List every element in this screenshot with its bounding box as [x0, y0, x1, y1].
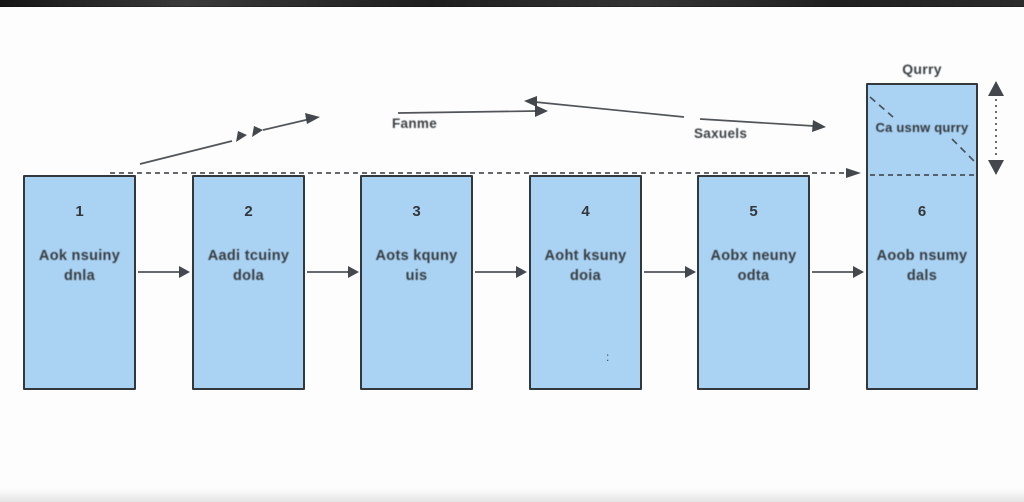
bottom-border-band	[0, 488, 1024, 502]
box-number: 4	[581, 203, 590, 220]
dashed-timeline-arrowhead	[846, 168, 861, 178]
servers-arrow	[812, 120, 826, 132]
box-number: 2	[244, 203, 253, 220]
frame-label: Fanme	[392, 116, 438, 131]
box-number: 5	[749, 203, 758, 220]
arrow-box4-box5	[685, 266, 696, 278]
arrow-box5-box6	[853, 266, 864, 278]
diagonal-arrow-mid-mark-2	[252, 126, 263, 137]
diagonal-arrow-head	[305, 113, 320, 124]
top-border-band	[0, 0, 1024, 7]
arrow-box3-box4	[516, 266, 527, 278]
stray-mark: :	[606, 350, 610, 364]
span-arrow-up-head	[988, 81, 1004, 96]
query-window-label: Ca usnw qurry	[875, 120, 969, 135]
servers-label: Saxuels	[694, 126, 748, 141]
diagonal-arrow-shaft	[139, 140, 233, 165]
diagonal-arrow-mid-mark-1	[236, 131, 247, 142]
frame-arrow	[535, 105, 548, 117]
query-title: Qurry	[902, 61, 942, 77]
box-number: 6	[917, 203, 927, 220]
return-arrow-head	[524, 96, 537, 107]
return-arrow-shaft	[534, 101, 685, 118]
arrow-box1-box2	[179, 266, 190, 278]
arrow-box2-box3	[348, 266, 359, 278]
span-arrow-down-head	[988, 160, 1004, 175]
box-number: 1	[75, 203, 84, 220]
box-number: 3	[412, 203, 421, 220]
